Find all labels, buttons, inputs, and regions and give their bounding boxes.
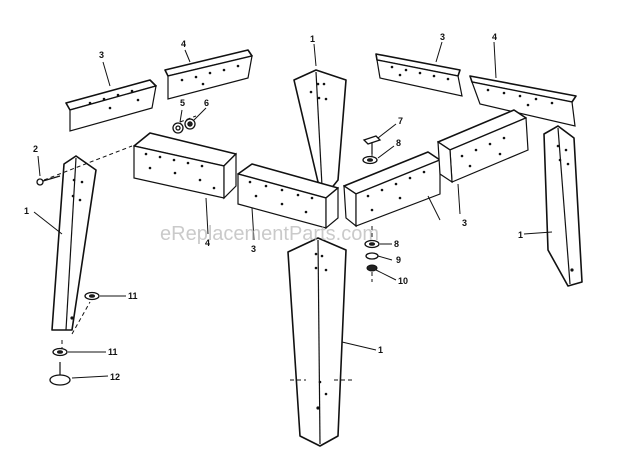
callout-1-right: 1 [518, 230, 523, 240]
nut-part-10 [366, 264, 378, 272]
callout-4-top-left: 4 [181, 39, 186, 49]
callout-3-top-left: 3 [99, 50, 104, 60]
callout-1-top: 1 [310, 34, 315, 44]
nut-part-5 [172, 122, 184, 134]
leg-part-1-left [51, 155, 97, 331]
watermark-text: eReplacementParts.com [160, 223, 379, 245]
leader-lines [33, 41, 553, 379]
lockwasher-part-9 [365, 252, 379, 260]
callout-10: 10 [398, 276, 408, 286]
rail-part-4-top-left [164, 49, 253, 100]
callout-11-top: 11 [128, 291, 138, 301]
callout-6: 6 [204, 98, 209, 108]
callout-7: 7 [398, 116, 403, 126]
rail-part-4-top-right [469, 75, 577, 127]
nut-part-11-top [84, 291, 100, 301]
callout-3-right: 3 [462, 218, 467, 228]
leg-part-1-bottom [287, 237, 347, 447]
bolt-part-7 [362, 135, 382, 154]
callout-4-top-right: 4 [492, 32, 497, 42]
nut-part-11-bottom [52, 347, 68, 357]
callout-3-top-right: 3 [440, 32, 445, 42]
leveling-foot-part-12 [49, 362, 71, 386]
callout-12: 12 [110, 372, 120, 382]
rail-part-3-top-right [375, 53, 463, 97]
callout-5: 5 [180, 98, 185, 108]
rail-part-3-right-center [343, 151, 441, 228]
washer-part-8-top [362, 155, 378, 165]
callout-labels: 1 3 4 3 4 5 6 7 8 2 1 4 3 3 1 8 9 10 1 1… [24, 32, 523, 382]
screw-part-2 [36, 175, 61, 186]
rail-part-3-center [237, 163, 339, 230]
callout-4-left: 4 [205, 238, 210, 248]
leg-part-1-right [543, 125, 583, 287]
callout-8-bottom: 8 [394, 239, 399, 249]
callout-3-center: 3 [251, 244, 256, 254]
callout-11-bottom: 11 [108, 347, 118, 357]
callout-2: 2 [33, 144, 38, 154]
washer-part-6 [184, 118, 196, 130]
rail-part-3-right [437, 109, 529, 184]
alignment-lines [43, 115, 373, 381]
callout-8-top: 8 [396, 138, 401, 148]
rail-part-3-top-left [65, 79, 157, 132]
rail-part-4-middle-left [133, 132, 237, 200]
callout-9: 9 [396, 255, 401, 265]
washer-part-8-bottom [364, 239, 380, 249]
leg-part-1-top [293, 69, 347, 191]
callout-1-left: 1 [24, 206, 29, 216]
callout-1-bottom: 1 [378, 345, 383, 355]
